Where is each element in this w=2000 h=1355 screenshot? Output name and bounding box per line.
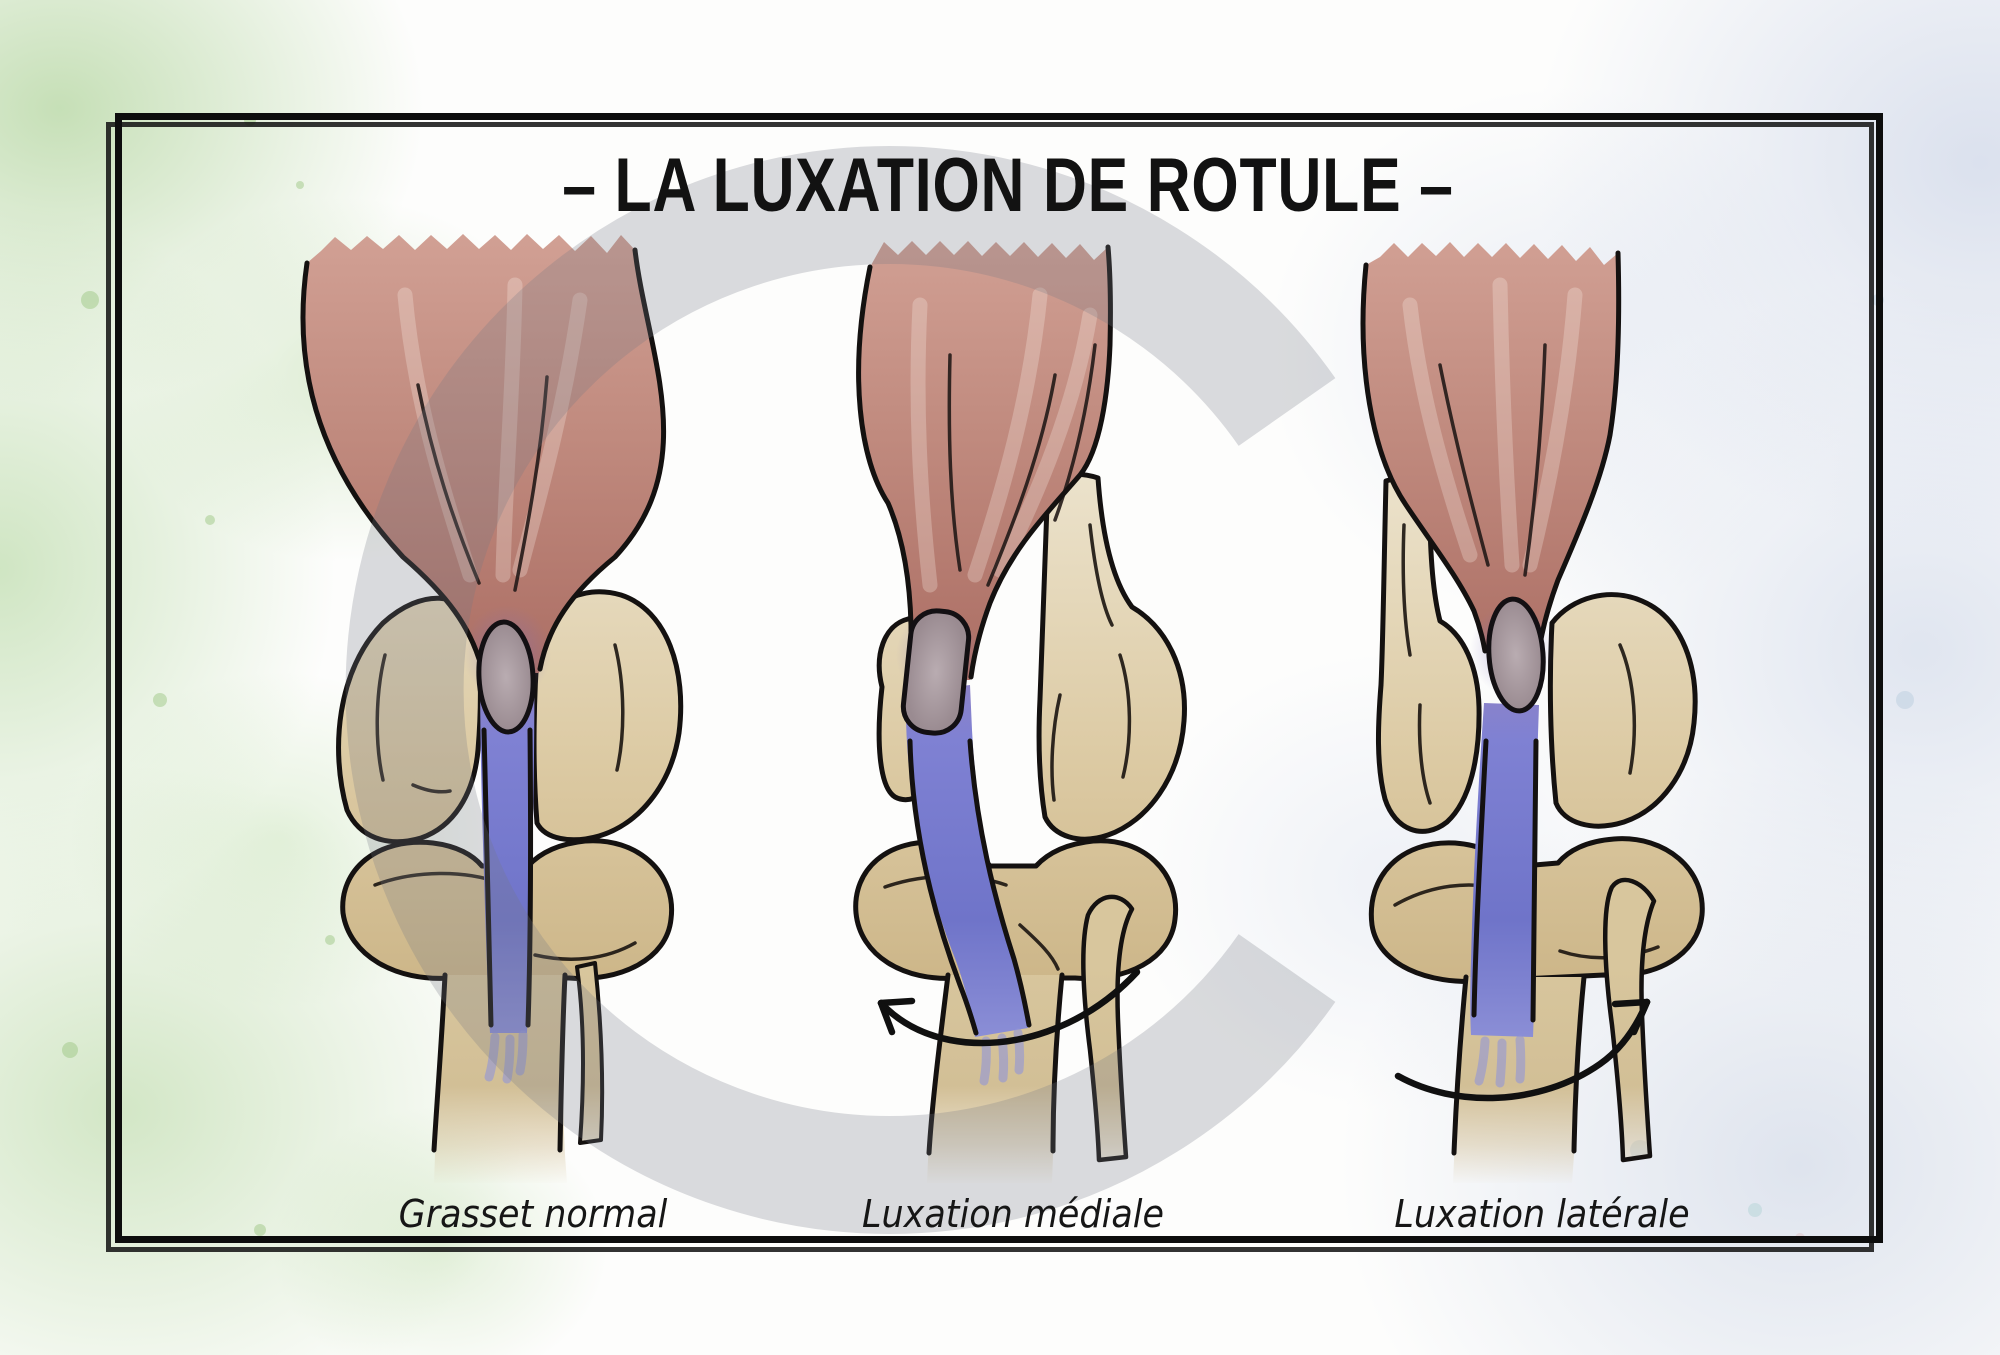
fibula-bone xyxy=(1603,877,1657,1163)
patella xyxy=(1486,596,1546,714)
patella xyxy=(900,608,972,736)
femur-detail-lines xyxy=(375,643,625,794)
muscle-highlights xyxy=(1402,277,1583,573)
femur-detail-lines xyxy=(1401,523,1637,805)
ligament-fray xyxy=(484,1030,528,1084)
figure-lateral-luxation xyxy=(1360,242,1705,1183)
muscle-highlights xyxy=(910,287,1098,593)
patellar-ligament xyxy=(1470,703,1539,1088)
muscle-fiber-lines xyxy=(416,375,549,592)
femur-detail-lines xyxy=(1050,523,1132,802)
muscle-fiber-lines xyxy=(947,343,1097,587)
tibia-bone xyxy=(340,838,675,1183)
fibula-bone xyxy=(575,961,605,1145)
caption-medial: Luxation médiale xyxy=(862,1192,1164,1236)
poster-title: – LA LUXATION DE ROTULE – xyxy=(562,143,1454,228)
figure-medial-luxation xyxy=(853,241,1187,1183)
figure-normal xyxy=(300,234,684,1183)
patellar-ligament xyxy=(905,685,1032,1086)
poster-frame xyxy=(115,113,1883,1243)
fibula-bone xyxy=(1080,894,1135,1163)
curved-arrow-right-icon xyxy=(1394,998,1651,1102)
femur-bone xyxy=(336,589,684,845)
caption-normal: Grasset normal xyxy=(398,1192,668,1236)
caption-lateral: Luxation latérale xyxy=(1394,1192,1690,1236)
patella xyxy=(476,619,536,735)
muscle-fiber-lines xyxy=(1438,343,1547,577)
patellar-ligament xyxy=(480,633,535,1084)
curved-arrow-left-icon xyxy=(877,968,1141,1047)
frame-shadow xyxy=(106,122,1874,1252)
ligament-fray xyxy=(1474,1035,1526,1088)
